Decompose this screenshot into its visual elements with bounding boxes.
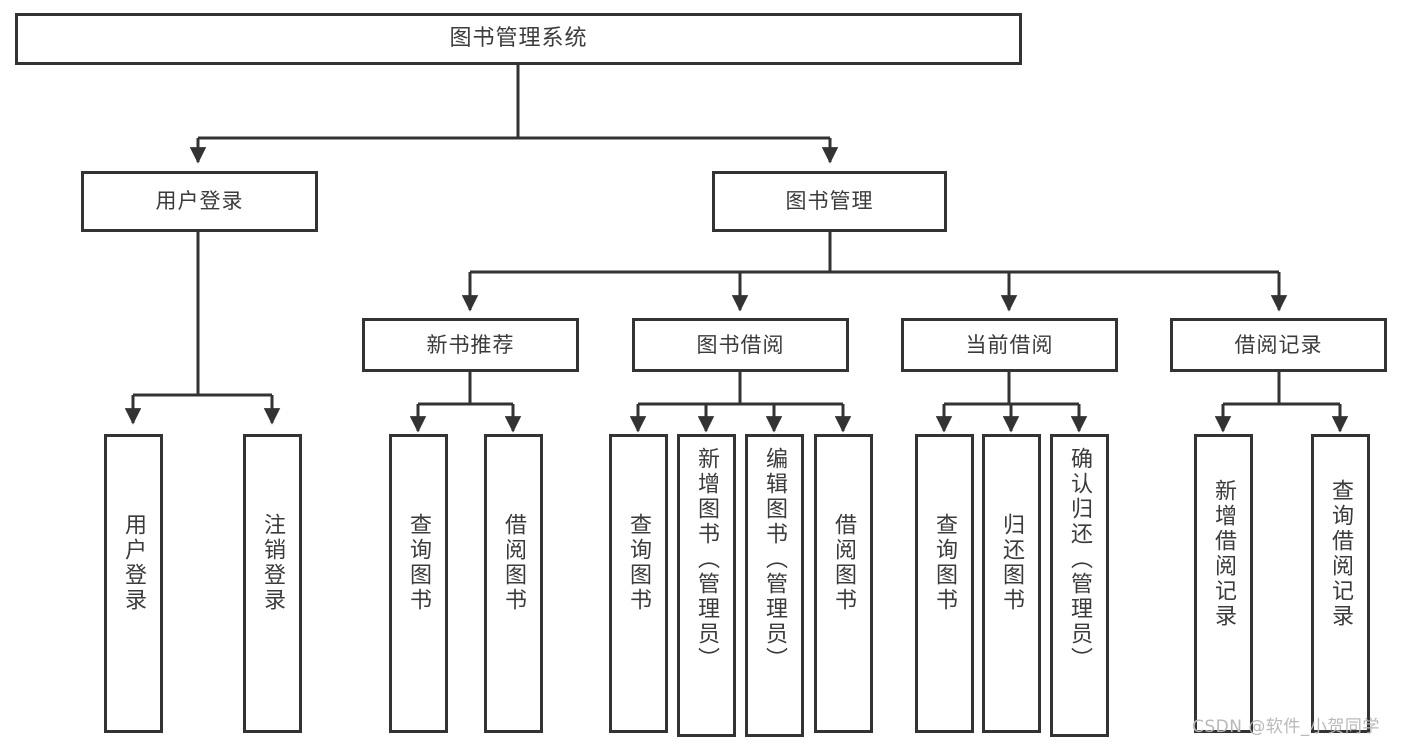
node-book-borrow[interactable]: 图书借阅	[632, 318, 849, 372]
node-current-borrow[interactable]: 当前借阅	[901, 318, 1118, 372]
leaf-borrow-book[interactable]: 借阅图书	[814, 434, 873, 733]
leaf-user-login[interactable]: 用户登录	[104, 434, 163, 733]
leaf-borrow-book-new[interactable]: 借阅图书	[484, 434, 543, 733]
leaf-return-book[interactable]: 归还图书	[982, 434, 1041, 733]
leaf-query-borrow-record[interactable]: 查询借阅记录	[1311, 434, 1370, 733]
node-label: 查询图书	[626, 513, 652, 613]
node-label: 图书管理系统	[449, 26, 588, 52]
leaf-confirm-return-admin[interactable]: 确认归还（管理员）	[1050, 434, 1109, 737]
node-borrow-records[interactable]: 借阅记录	[1170, 318, 1387, 372]
leaf-add-book-admin[interactable]: 新增图书（管理员）	[677, 434, 736, 737]
node-label: 新增图书（管理员）	[694, 447, 720, 672]
node-label: 借阅记录	[1234, 332, 1323, 357]
node-label: 注销登录	[260, 513, 286, 613]
leaf-query-book-current[interactable]: 查询图书	[915, 434, 974, 733]
node-label: 新增借阅记录	[1211, 479, 1237, 629]
node-label: 借阅图书	[501, 513, 527, 613]
leaf-logout[interactable]: 注销登录	[243, 434, 302, 733]
node-label: 归还图书	[999, 513, 1025, 613]
node-label: 借阅图书	[831, 513, 857, 613]
node-label: 用户登录	[121, 513, 147, 613]
node-book-management[interactable]: 图书管理	[712, 171, 947, 232]
node-label: 新书推荐	[426, 332, 515, 357]
node-label: 图书借阅	[696, 332, 785, 357]
node-user-login[interactable]: 用户登录	[81, 171, 318, 232]
node-label: 图书管理	[785, 189, 874, 214]
node-new-book-recommend[interactable]: 新书推荐	[362, 318, 579, 372]
node-label: 查询借阅记录	[1328, 479, 1354, 629]
csdn-watermark: CSDN @软件_小贺同学	[1192, 717, 1380, 737]
leaf-query-book-new[interactable]: 查询图书	[389, 434, 448, 733]
node-label: 编辑图书（管理员）	[762, 447, 788, 672]
node-label: 查询图书	[932, 513, 958, 613]
node-label: 用户登录	[155, 189, 244, 214]
node-label: 查询图书	[406, 513, 432, 613]
leaf-edit-book-admin[interactable]: 编辑图书（管理员）	[745, 434, 804, 737]
leaf-add-borrow-record[interactable]: 新增借阅记录	[1194, 434, 1253, 733]
node-label: 当前借阅	[965, 332, 1054, 357]
node-root-book-management-system[interactable]: 图书管理系统	[15, 13, 1022, 65]
node-label: 确认归还（管理员）	[1067, 447, 1093, 672]
leaf-query-book-borrow[interactable]: 查询图书	[609, 434, 668, 733]
